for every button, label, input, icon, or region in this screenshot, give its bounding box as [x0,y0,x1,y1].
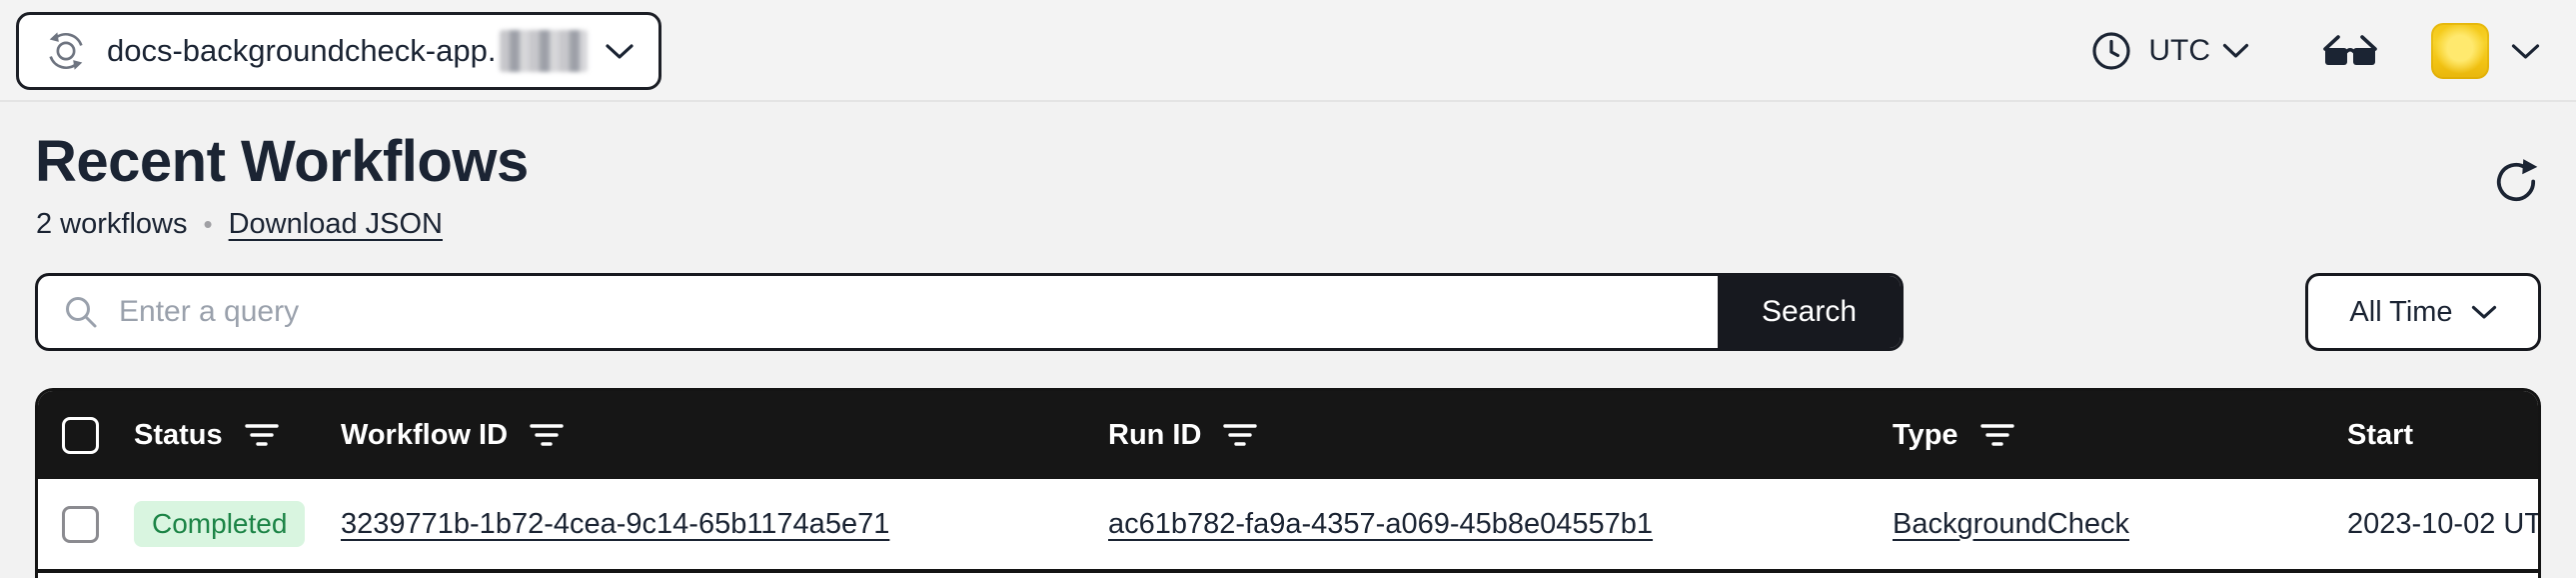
top-navigation-bar: docs-backgroundcheck-app. UTC [0,0,2576,102]
magnifier-icon [63,294,99,330]
timezone-selector[interactable]: UTC [2090,30,2249,72]
page-title: Recent Workflows [35,129,529,194]
refresh-button[interactable] [2490,156,2542,208]
refresh-icon [2491,157,2541,207]
workflow-type-link[interactable]: BackgroundCheck [1893,507,2129,540]
workflow-id-link[interactable]: 3239771b-1b72-4cea-9c14-65b1174a5e71 [341,507,890,540]
chevron-down-icon [2471,305,2497,320]
timezone-value: UTC [2148,34,2210,67]
search-input[interactable] [119,276,1718,348]
chevron-down-icon[interactable] [2511,43,2540,60]
glasses-icon [2321,32,2379,70]
filter-icon[interactable] [530,422,564,449]
row-checkbox[interactable] [62,505,99,543]
table-header-row: Status Workflow ID Run ID [38,391,2538,479]
download-json-link[interactable]: Download JSON [228,207,443,240]
search-input-area [38,276,1718,348]
select-all-checkbox[interactable] [62,416,99,454]
time-range-filter[interactable]: All Time [2305,273,2541,351]
filter-icon[interactable] [1223,422,1258,449]
status-badge: Completed [134,501,306,547]
labs-mode-button[interactable] [2321,32,2379,70]
avatar[interactable] [2431,23,2489,79]
column-header-status: Status [134,418,223,451]
redacted-namespace-suffix [500,30,589,72]
namespace-selector[interactable]: docs-backgroundcheck-app. [16,12,661,90]
workflow-count: 2 workflows [36,207,188,240]
workflow-summary-line: 2 workflows • Download JSON [36,204,443,244]
clock-icon [2090,30,2132,72]
column-header-start: Start [2347,418,2414,451]
namespace-sync-icon [43,28,89,74]
query-search-bar: Search [35,273,1904,351]
topbar-right-controls: UTC [2090,0,2540,102]
separator-dot: • [203,208,213,239]
table-row-partial[interactable] [38,573,2538,578]
time-range-value: All Time [2349,295,2453,328]
column-header-run-id: Run ID [1108,418,1202,451]
table-row[interactable]: Completed 3239771b-1b72-4cea-9c14-65b117… [38,479,2538,573]
column-header-type: Type [1893,418,1958,451]
filter-icon[interactable] [1979,422,2014,449]
chevron-down-icon [2222,43,2249,59]
column-header-workflow-id: Workflow ID [341,418,509,451]
workflows-table: Status Workflow ID Run ID [35,388,2541,578]
filter-icon[interactable] [244,422,279,449]
chevron-down-icon [605,43,635,60]
start-time: 2023-10-02 UT [2347,507,2538,540]
run-id-link[interactable]: ac61b782-fa9a-4357-a069-45b8e04557b1 [1108,507,1654,540]
namespace-name: docs-backgroundcheck-app. [107,33,497,68]
search-button[interactable]: Search [1718,276,1901,348]
